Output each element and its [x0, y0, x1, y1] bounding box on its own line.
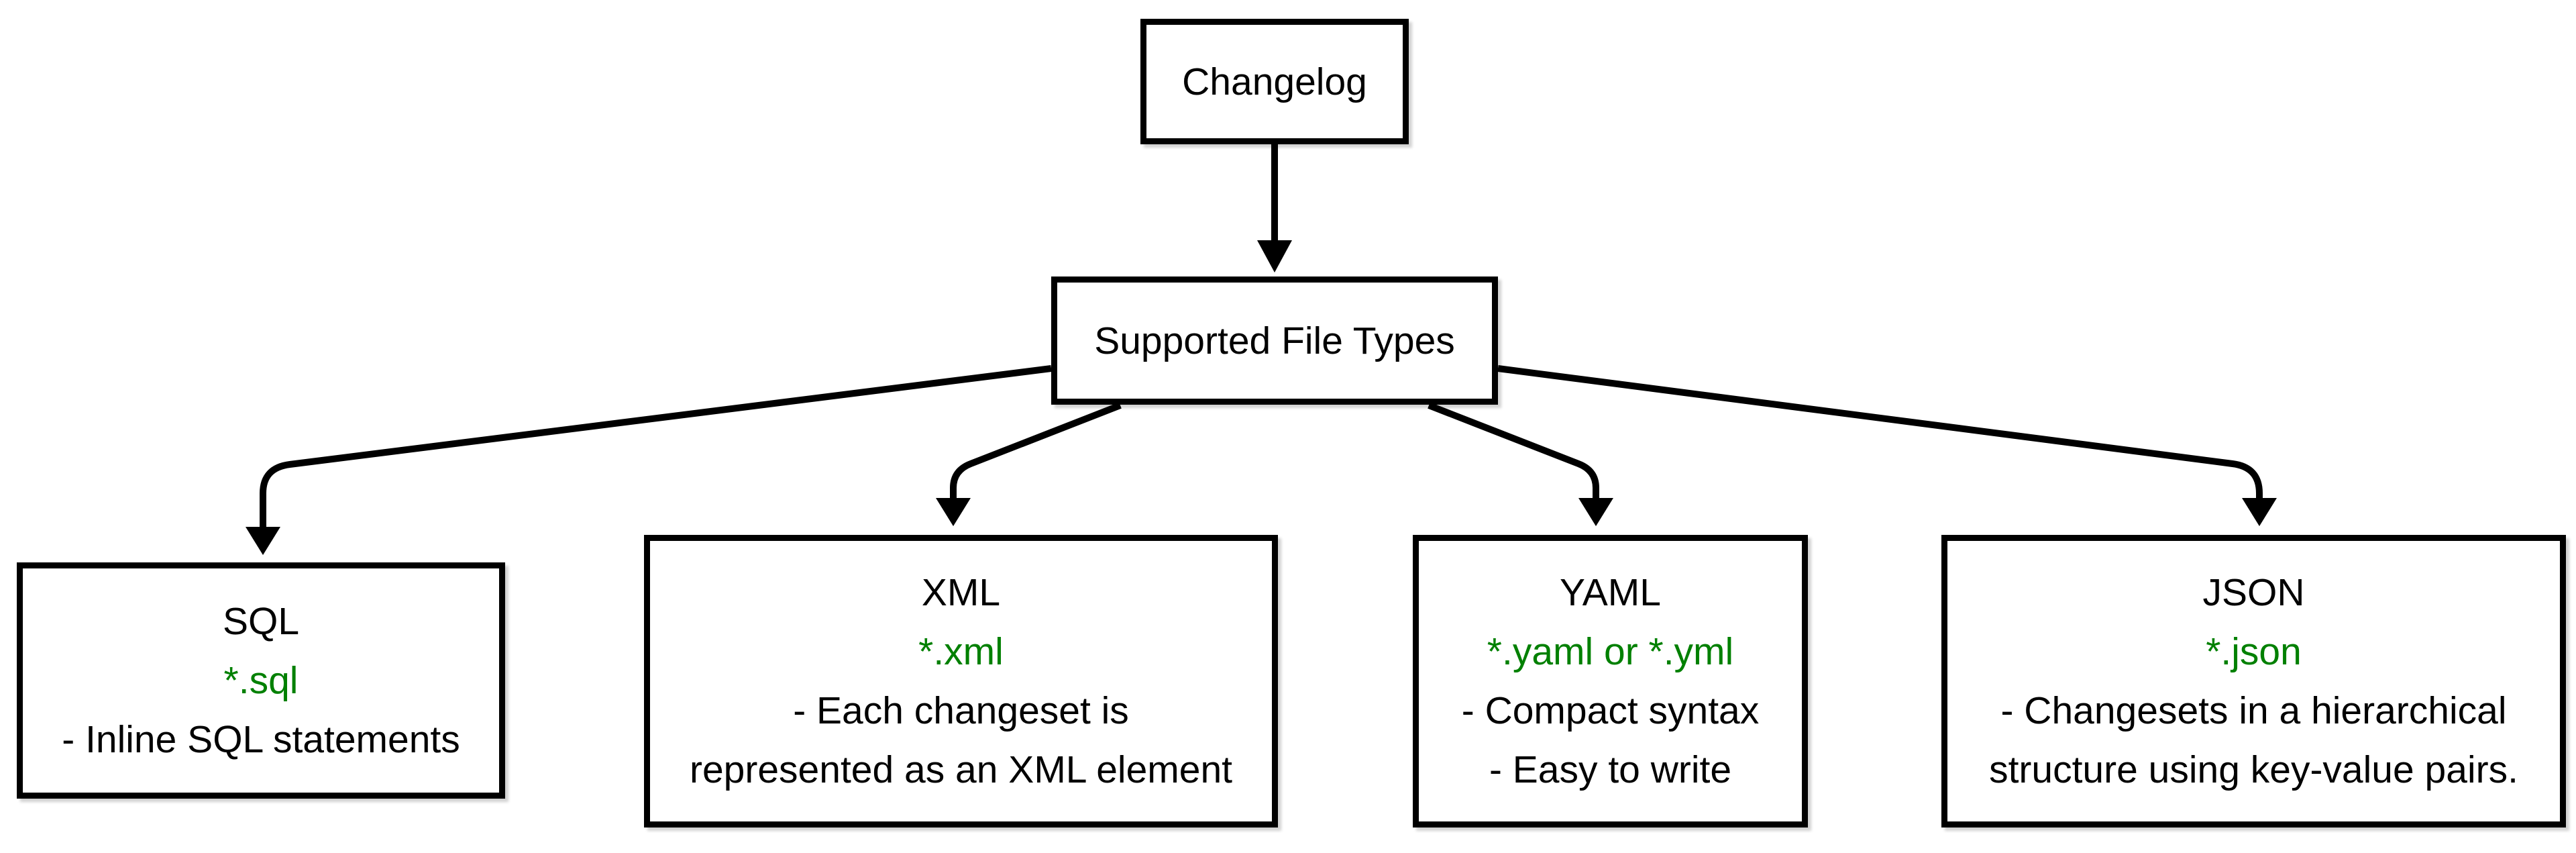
node-json-description-line: structure using key-value pairs.	[1989, 748, 2518, 791]
node-sql-extension: *.sql	[223, 659, 299, 702]
node-xml-description-line: represented as an XML element	[689, 748, 1233, 791]
edge-supported-to-json	[1497, 365, 2263, 499]
node-xml-title: XML	[921, 571, 1001, 614]
node-xml-extension: *.xml	[918, 630, 1004, 673]
edge-supported-to-sql	[260, 365, 1052, 528]
arrowhead-xml-icon	[936, 498, 971, 526]
node-yaml-description-line: - Compact syntax	[1461, 689, 1760, 732]
node-xml-description-line: - Each changeset is	[793, 689, 1129, 732]
node-yaml-extension: *.yaml or *.yml	[1487, 630, 1734, 673]
node-json-extension: *.json	[2206, 630, 2302, 673]
node-yaml: YAML *.yaml or *.yml - Compact syntax - …	[1413, 535, 1808, 827]
node-sql: SQL *.sql - Inline SQL statements	[17, 562, 505, 799]
node-yaml-description-line: - Easy to write	[1489, 748, 1732, 791]
node-sql-description-line: - Inline SQL statements	[62, 718, 460, 761]
edge-supported-to-yaml	[1428, 402, 1599, 499]
edge-supported-to-xml	[950, 402, 1122, 499]
node-changelog-label: Changelog	[1182, 60, 1367, 103]
arrowhead-supported-icon	[1257, 240, 1292, 272]
arrowhead-yaml-icon	[1578, 498, 1613, 526]
node-yaml-title: YAML	[1560, 571, 1661, 614]
node-sql-title: SQL	[222, 600, 300, 643]
arrowhead-sql-icon	[246, 527, 280, 555]
node-json-title: JSON	[2202, 571, 2305, 614]
node-json: JSON *.json - Changesets in a hierarchic…	[1941, 535, 2566, 827]
node-supported-file-types-label: Supported File Types	[1094, 319, 1455, 362]
node-xml: XML *.xml - Each changeset is represente…	[644, 535, 1278, 827]
node-json-description-line: - Changesets in a hierarchical	[2000, 689, 2507, 732]
node-changelog: Changelog	[1140, 19, 1409, 144]
node-supported-file-types: Supported File Types	[1051, 277, 1498, 405]
arrowhead-json-icon	[2242, 498, 2277, 526]
